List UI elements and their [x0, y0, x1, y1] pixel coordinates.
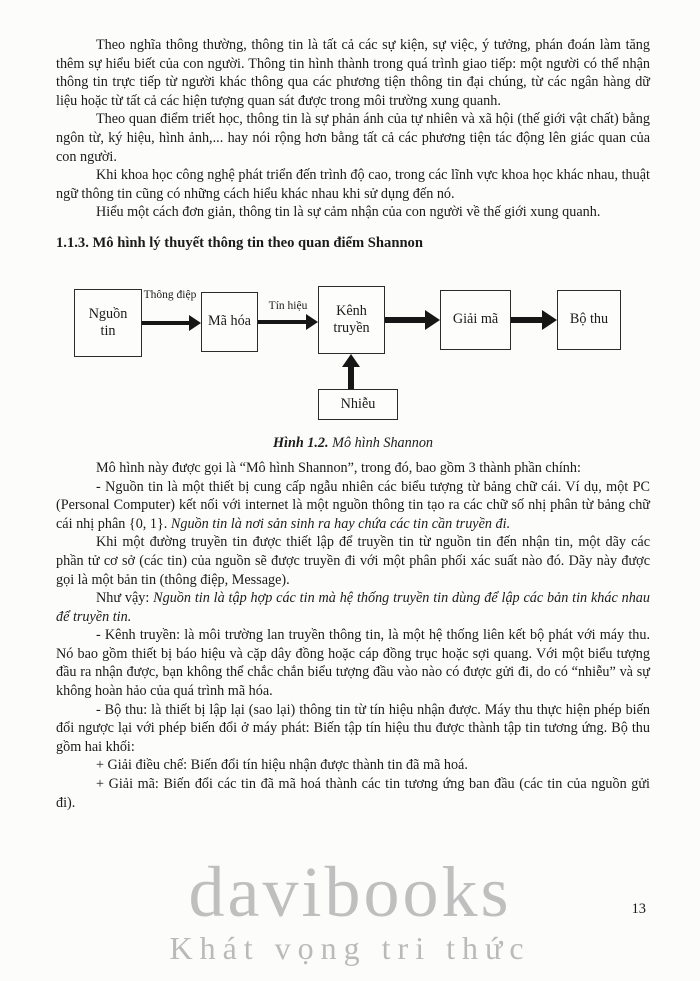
paragraph-nhu-vay-lead: Như vậy: — [96, 590, 154, 607]
paragraph-nguon-tin: - Nguồn tin là một thiết bị cung cấp ngẫ… — [56, 478, 650, 534]
paragraph-intro-2: Theo quan điểm triết học, thông tin là s… — [56, 111, 650, 165]
arrow-shaft — [348, 366, 354, 389]
paragraph-bo-thu: - Bộ thu: là thiết bị lập lại (sao lại) … — [56, 701, 650, 755]
watermark-brand: davibooks — [188, 852, 512, 932]
page-number: 13 — [631, 901, 646, 917]
paragraph-nhu-vay: Như vậy: Nguồn tin là tập hợp các tin mà… — [56, 589, 650, 626]
arrow-label-tin-hieu: Tín hiệu — [268, 299, 308, 312]
arrow-head — [306, 313, 318, 330]
paragraph-nguon-tin-text: - Nguồn tin là một thiết bị cung cấp ngẫ… — [56, 478, 650, 532]
paragraph-giai-ma: + Giải mã: Biến đổi các tin đã mã hoá th… — [56, 776, 650, 811]
arrow-shaft — [258, 319, 306, 324]
figure-caption: Hình 1.2. Mô hình Shannon — [56, 435, 650, 452]
figure-caption-title: Mô hình Shannon — [328, 434, 434, 451]
arrow-kenh-truyen-to-giai-ma — [385, 309, 440, 330]
paragraph-duong-truyen: Khi một đường truyền tin được thiết lập … — [56, 534, 650, 588]
arrow-label-thong-diep: Thông điệp — [143, 288, 197, 301]
diagram-box-nguon-tin: Nguồn tin — [74, 288, 142, 357]
arrow-head — [342, 353, 360, 367]
paragraph-intro-4: Hiểu một cách đơn giản, thông tin là sự … — [96, 204, 601, 221]
paragraph-kenh-truyen: - Kênh truyền: là môi trường lan truyền … — [56, 627, 650, 700]
arrow-giai-ma-to-bo-thu — [511, 309, 557, 330]
figure-caption-number: Hình 1.2. — [272, 434, 329, 451]
arrow-head — [189, 314, 201, 331]
section-heading: 1.1.3. Mô hình lý thuyết thông tin theo … — [56, 234, 423, 251]
diagram-box-nhieu: Nhiễu — [318, 388, 398, 420]
watermark-slogan: Khát vọng tri thức — [169, 930, 531, 966]
text-area: Theo nghĩa thông thường, thông tin là tấ… — [56, 36, 650, 812]
paragraph-nhu-vay-definition: Nguồn tin là tập hợp các tin mà hệ thống… — [56, 590, 650, 625]
diagram-box-giai-ma: Giải mã — [440, 289, 511, 350]
arrow-shaft — [142, 320, 189, 325]
arrow-nguon-tin-to-ma-hoa — [142, 314, 201, 331]
diagram-box-bo-thu: Bộ thu — [557, 289, 621, 350]
paragraph-intro-1: Theo nghĩa thông thường, thông tin là tấ… — [56, 37, 650, 109]
arrow-head — [542, 309, 557, 330]
arrow-ma-hoa-to-kenh-truyen — [258, 313, 318, 330]
paragraph-giai-dieu-che: + Giải điều chế: Biến đổi tín hiệu nhận … — [96, 757, 468, 774]
diagram-box-ma-hoa: Mã hóa — [201, 291, 258, 352]
arrow-nhieu-to-kenh-truyen — [342, 353, 360, 389]
watermark: davibooks Khát vọng tri thức — [0, 856, 700, 966]
diagram-box-kenh-truyen: Kênh truyền — [318, 285, 385, 354]
arrow-shaft — [511, 316, 542, 323]
paragraph-nguon-tin-definition: Nguồn tin là nơi sản sinh ra hay chứa cá… — [170, 515, 511, 532]
arrow-head — [425, 309, 440, 330]
paragraph-intro-3: Khi khoa học công nghệ phát triển đến tr… — [56, 167, 650, 202]
arrow-shaft — [385, 316, 425, 323]
shannon-model-diagram: Nguồn tin Mã hóa Kênh truyền Giải mã Bộ … — [56, 259, 650, 459]
paragraph-model-intro: Mô hình này được gọi là “Mô hình Shannon… — [96, 459, 581, 476]
